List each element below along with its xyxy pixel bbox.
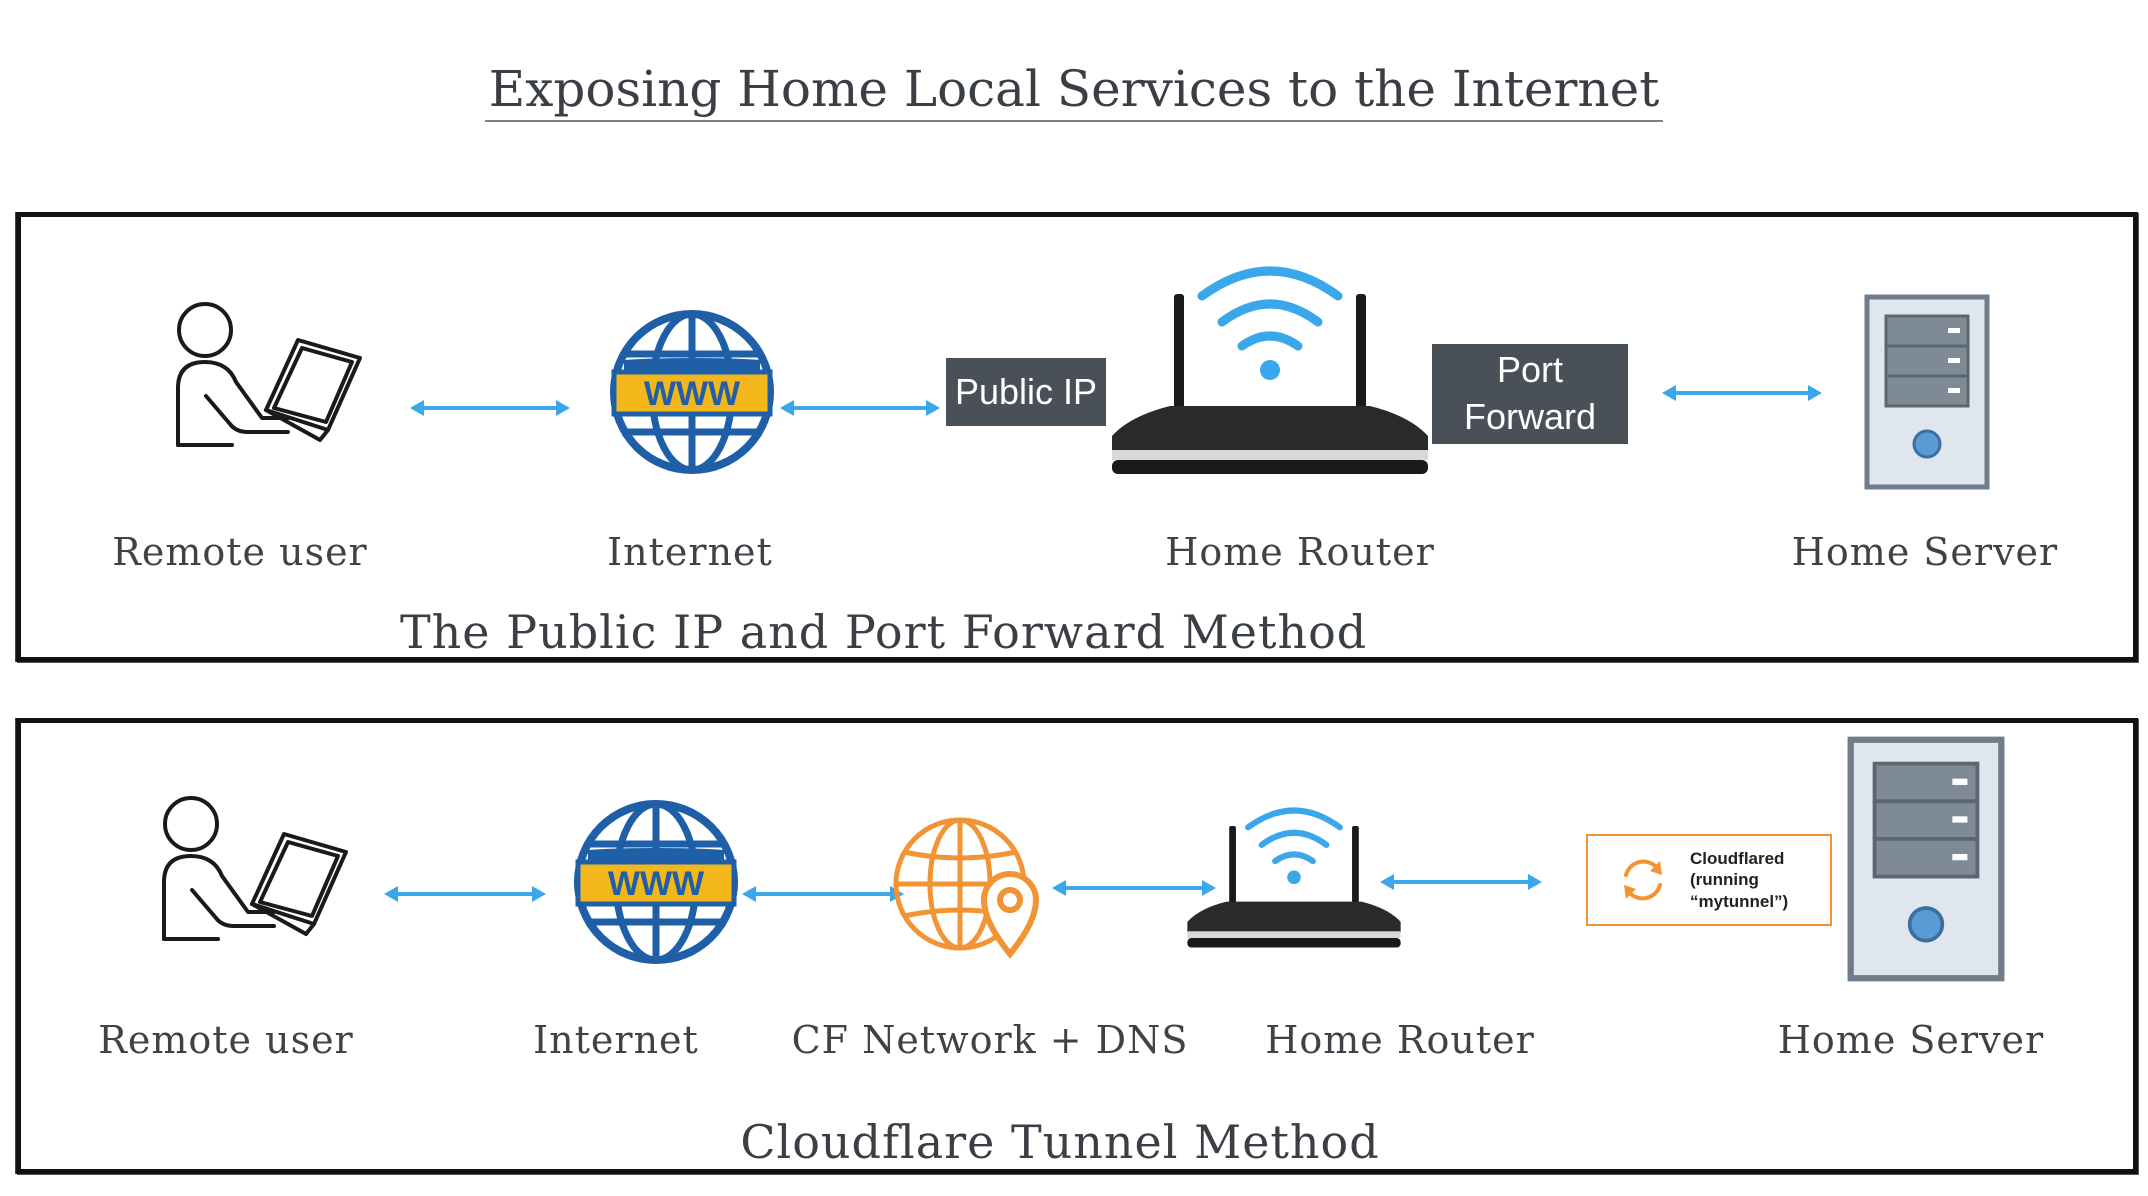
port-forward-tag: Port Forward xyxy=(1432,344,1628,444)
remote-user-icon xyxy=(162,796,348,941)
page-title: Exposing Home Local Services to the Inte… xyxy=(0,60,2148,122)
cloudflared-line2: (running xyxy=(1690,870,1759,890)
internet-globe-icon: WWW xyxy=(610,310,774,474)
internet-globe-icon: WWW xyxy=(574,800,738,964)
arrow-internet-cf xyxy=(742,886,904,902)
method-title-public-ip: The Public IP and Port Forward Method xyxy=(400,605,1368,659)
cloudflare-tunnel-panel xyxy=(16,718,2138,1174)
sync-icon xyxy=(1624,859,1662,901)
public-ip-panel xyxy=(16,212,2138,662)
label-home-server: Home Server xyxy=(1777,1018,2045,1062)
cloudflared-text: Cloudflared (running “mytunnel”) xyxy=(1690,848,1788,912)
label-remote-user: Remote user xyxy=(112,530,368,574)
label-home-server: Home Server xyxy=(1791,530,2059,574)
globe-www-text: WWW xyxy=(644,375,741,413)
label-internet: Internet xyxy=(533,1018,699,1062)
arrow-internet-router xyxy=(780,400,940,416)
remote-user-icon xyxy=(176,302,362,447)
cf-network-pin-icon xyxy=(893,817,1040,959)
home-server-icon xyxy=(1864,294,1990,490)
arrow-user-internet xyxy=(384,886,546,902)
label-remote-user: Remote user xyxy=(98,1018,354,1062)
home-router-icon xyxy=(1112,266,1428,474)
public-ip-tag: Public IP xyxy=(946,358,1106,426)
globe-www-text: WWW xyxy=(608,865,705,903)
label-cf-network: CF Network + DNS xyxy=(791,1018,1189,1062)
home-router-icon xyxy=(1187,807,1401,948)
cloudflared-box: Cloudflared (running “mytunnel”) xyxy=(1586,834,1832,926)
arrow-cf-router xyxy=(1052,880,1216,896)
home-server-icon xyxy=(1847,736,2005,982)
arrow-router-server xyxy=(1662,385,1822,401)
cloudflared-line3: “mytunnel”) xyxy=(1690,891,1789,911)
label-home-router: Home Router xyxy=(1165,530,1435,574)
label-home-router: Home Router xyxy=(1265,1018,1535,1062)
arrow-user-internet xyxy=(410,400,570,416)
method-title-cloudflare: Cloudflare Tunnel Method xyxy=(740,1115,1380,1169)
arrow-router-cloudflared xyxy=(1380,874,1542,890)
cloudflared-line1: Cloudflared xyxy=(1690,849,1785,869)
label-internet: Internet xyxy=(607,530,773,574)
